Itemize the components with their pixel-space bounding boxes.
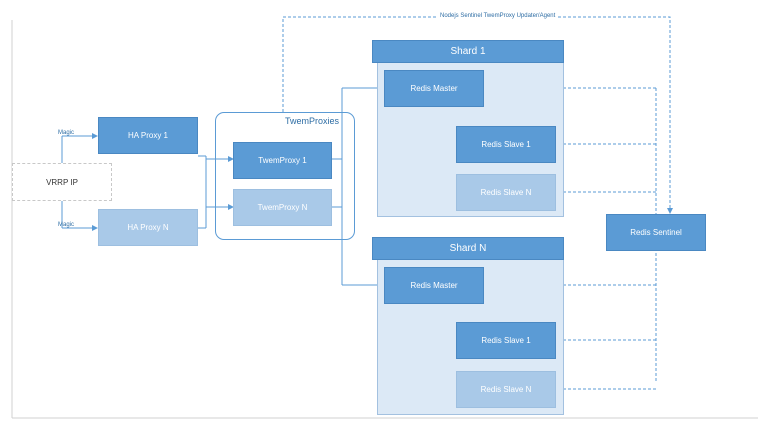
twemproxies-title: TwemProxies (285, 116, 340, 126)
magic-label-1: Magic (58, 130, 75, 136)
shard-n-redis-slave-n[interactable]: Redis Slave N (456, 371, 556, 408)
magic-label-n: Magic (58, 222, 75, 228)
redis-sentinel[interactable]: Redis Sentinel (606, 214, 706, 251)
shard-1-redis-slave-1[interactable]: Redis Slave 1 (456, 126, 556, 163)
shard-n-header: Shard N (372, 237, 564, 260)
shard-n-slave-n-label: Redis Slave N (480, 385, 532, 394)
shard-n-master-label: Redis Master (410, 281, 458, 290)
twemproxy-n[interactable]: TwemProxy N (233, 189, 332, 226)
shard-1-slave-1-label: Redis Slave 1 (481, 140, 531, 149)
shard-1-master-label: Redis Master (410, 84, 458, 93)
shard-1-redis-slave-n[interactable]: Redis Slave N (456, 174, 556, 211)
ha-proxy-n[interactable]: HA Proxy N (98, 209, 198, 246)
shard-1-redis-master[interactable]: Redis Master (384, 70, 484, 107)
shard-n-slave-1-label: Redis Slave 1 (481, 336, 531, 345)
shard-1-header: Shard 1 (372, 40, 564, 63)
twemproxy-1-label: TwemProxy 1 (258, 156, 307, 165)
twemproxy-n-label: TwemProxy N (257, 203, 308, 212)
agent-label: Nodejs Sentinel TwemProxy Updater/Agent (438, 13, 558, 19)
vrrp-ip-label: VRRP IP (46, 177, 78, 187)
shard-1-slave-n-label: Redis Slave N (480, 188, 532, 197)
shard-n-redis-master[interactable]: Redis Master (384, 267, 484, 304)
agent-dashed-line (282, 16, 673, 214)
ha-proxy-n-label: HA Proxy N (127, 223, 169, 232)
ha-proxy-1-label: HA Proxy 1 (127, 131, 168, 140)
shard-n-redis-slave-1[interactable]: Redis Slave 1 (456, 322, 556, 359)
twemproxies-group (215, 112, 355, 240)
shard-1-title: Shard 1 (450, 46, 486, 57)
redis-sentinel-label: Redis Sentinel (630, 228, 682, 237)
shard-n-title: Shard N (449, 243, 487, 254)
twemproxy-1[interactable]: TwemProxy 1 (233, 142, 332, 179)
ha-proxy-1[interactable]: HA Proxy 1 (98, 117, 198, 154)
vrrp-ip-box: VRRP IP (12, 163, 112, 201)
